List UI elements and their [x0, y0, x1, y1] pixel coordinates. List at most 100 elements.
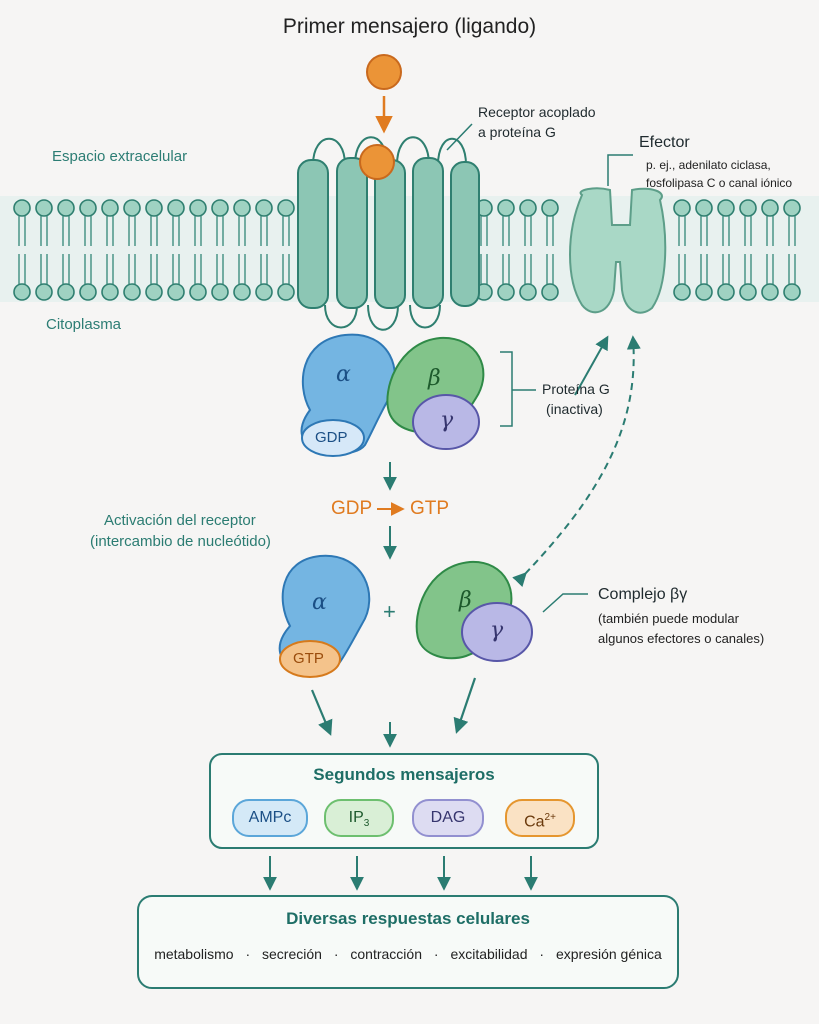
lipid-head — [101, 199, 119, 217]
messenger-ca-superscript: 2+ — [544, 812, 556, 823]
lipid-tail — [18, 216, 26, 246]
lipid-head — [783, 199, 801, 217]
messenger-dag-label: DAG — [430, 809, 466, 826]
gpcr-receptor — [297, 136, 480, 331]
lipid-head — [673, 199, 691, 217]
response-separator: · — [539, 946, 545, 962]
lipid-tail — [216, 254, 224, 284]
response-item: metabolismo — [154, 946, 234, 962]
complex-desc-line2: algunos efectores o canales) — [598, 631, 765, 646]
alpha-gtp-complex — [278, 554, 371, 678]
lipid-head — [123, 283, 141, 301]
cytoplasm-label: Citoplasma — [46, 316, 122, 333]
lipid-tail — [282, 254, 290, 284]
lipid-tail — [172, 254, 180, 284]
lipid-head — [145, 199, 163, 217]
lipid-head — [167, 199, 185, 217]
lipid-head — [541, 199, 559, 217]
messenger-ip3-label: IP — [348, 809, 364, 826]
lipid-head — [255, 283, 273, 301]
lipid-tail — [480, 216, 488, 246]
lipid-tail — [238, 254, 246, 284]
ligand-free — [366, 54, 402, 90]
beta-gamma-modulation-arrow — [512, 335, 641, 587]
ligand-bound — [359, 144, 395, 180]
effector-desc-line2: fosfolipasa C o canal iónico — [646, 176, 793, 190]
lipid-tail — [678, 254, 686, 284]
messenger-ca-label: Ca — [524, 813, 545, 831]
lipid-tail — [502, 216, 510, 246]
messenger-ampc: AMPc — [232, 799, 308, 837]
lipid-head — [13, 199, 31, 217]
messenger-ip3: IP3 — [324, 799, 394, 837]
lipid-tail — [700, 216, 708, 246]
lipid-head — [79, 199, 97, 217]
receptor-leader — [446, 123, 473, 151]
lipid-tail — [282, 216, 290, 246]
gtp-label: GTP — [293, 650, 324, 667]
messenger-ampc-label: AMPc — [248, 809, 292, 826]
response-separator: · — [333, 946, 339, 962]
lipid-head — [761, 283, 779, 301]
lipid-tail — [524, 254, 532, 284]
lipid-tail — [502, 254, 510, 284]
beta-label-active: β — [459, 588, 472, 613]
lipid-head — [277, 283, 295, 301]
lipid-head — [35, 199, 53, 217]
lipid-tail — [194, 254, 202, 284]
g-protein-label-line2: (inactiva) — [546, 401, 603, 417]
lipid-tail — [788, 254, 796, 284]
lipid-head — [189, 199, 207, 217]
lipid-tail — [40, 254, 48, 284]
lipid-bilayer — [13, 199, 801, 301]
response-item: excitabilidad — [450, 946, 528, 962]
lipid-head — [233, 199, 251, 217]
activation-label-line2: (intercambio de nucleótido) — [90, 533, 271, 550]
complex-title: Complejo βγ — [598, 586, 688, 603]
arrow-alpha-to-messengers — [310, 689, 333, 736]
beta-gamma-complex — [415, 560, 533, 662]
lipid-head — [211, 199, 229, 217]
gamma-subunit-inactive — [412, 394, 480, 450]
response-item: secreción — [262, 946, 322, 962]
lipid-head — [695, 283, 713, 301]
lipid-tail — [18, 254, 26, 284]
lipid-head — [233, 283, 251, 301]
lipid-tail — [84, 254, 92, 284]
effector-protein — [569, 187, 667, 314]
lipid-head — [761, 199, 779, 217]
messenger-dag: DAG — [412, 799, 484, 837]
response-separator: · — [245, 946, 251, 962]
lipid-tail — [238, 216, 246, 246]
lipid-tail — [40, 216, 48, 246]
plus-sign: + — [383, 599, 396, 624]
alpha-label-active: α — [312, 590, 327, 615]
effector-title: Efector — [639, 134, 690, 151]
gdp-label: GDP — [315, 429, 348, 446]
effector-desc-line1: p. ej., adenilato ciclasa, — [646, 158, 771, 172]
complex-desc-line1: (también puede modular — [598, 611, 739, 626]
lipid-tail — [128, 254, 136, 284]
lipid-tail — [744, 216, 752, 246]
lipid-head — [123, 199, 141, 217]
lipid-head — [167, 283, 185, 301]
receptor-label-line2: a proteína G — [478, 124, 556, 140]
lipid-tail — [150, 254, 158, 284]
lipid-tail — [722, 254, 730, 284]
lipid-head — [519, 283, 537, 301]
lipid-head — [101, 283, 119, 301]
lipid-head — [145, 283, 163, 301]
lipid-tail — [260, 216, 268, 246]
lipid-tail — [766, 254, 774, 284]
lipid-head — [189, 283, 207, 301]
lipid-head — [277, 199, 295, 217]
gamma-label-inactive: γ — [440, 408, 454, 433]
messenger-ip3-subscript: 3 — [363, 818, 370, 830]
lipid-head — [57, 283, 75, 301]
lipid-head — [497, 199, 515, 217]
lipid-tail — [128, 216, 136, 246]
gamma-subunit-active — [461, 602, 533, 662]
lipid-tail — [524, 216, 532, 246]
exchange-to: GTP — [410, 498, 450, 519]
activation-label-line1: Activación del receptor — [104, 512, 256, 529]
